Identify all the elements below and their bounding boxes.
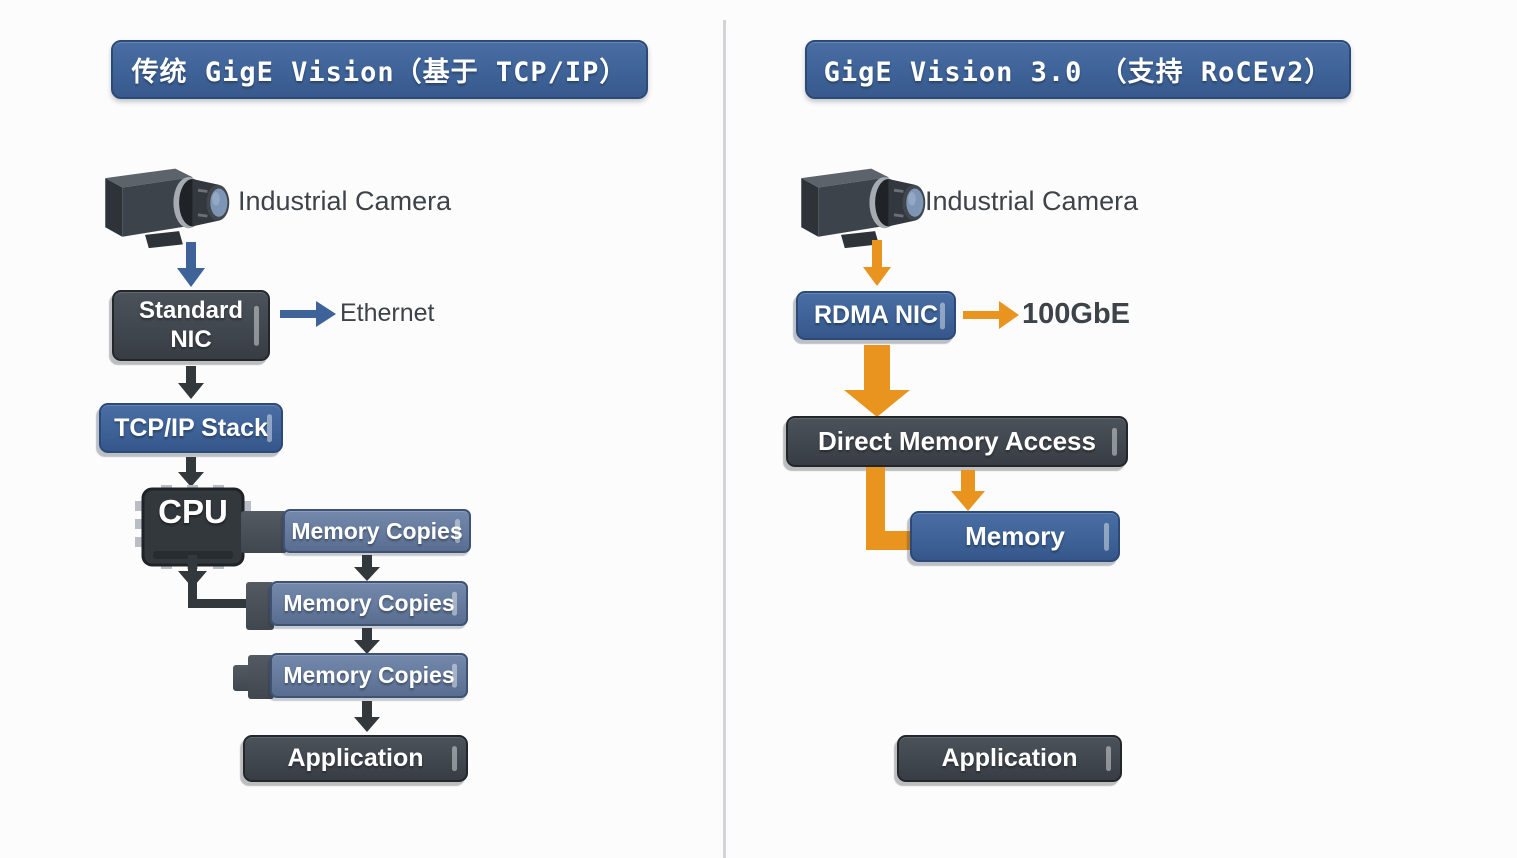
right-panel-title: GigE Vision 3.0 （支持 RoCEv2）	[805, 40, 1351, 99]
elbow-connector-dark-icon	[176, 555, 250, 617]
cpu-label: CPU	[158, 493, 228, 530]
left-application-box: Application	[243, 735, 468, 782]
memory-copies-bar-3: Memory Copies	[270, 653, 468, 698]
big-down-arrow-orange-icon	[844, 345, 910, 417]
elbow-connector-orange-icon	[866, 467, 885, 550]
ethernet-label: Ethernet	[340, 299, 435, 327]
standard-nic-line2: NIC	[170, 325, 212, 353]
bar-connector	[241, 511, 287, 553]
right-arrow-orange-icon	[963, 301, 1019, 329]
panel-divider	[723, 20, 726, 858]
down-arrow-dark-icon	[354, 628, 380, 654]
speed-label: 100GbE	[1022, 298, 1130, 330]
standard-nic-line1: Standard	[138, 296, 243, 324]
memory-copies-bar-2: Memory Copies	[270, 581, 468, 626]
industrial-camera-icon	[788, 160, 930, 252]
memory-box: Memory	[910, 511, 1120, 562]
down-arrow-orange-icon	[863, 240, 891, 286]
down-arrow-dark-icon	[178, 366, 204, 399]
rdma-nic-box: RDMA NIC	[796, 291, 956, 340]
memory-copies-bar-1: Memory Copies	[283, 509, 471, 553]
right-application-box: Application	[897, 735, 1122, 782]
standard-nic-box: Standard NIC	[112, 290, 270, 361]
down-arrow-dark-icon	[178, 457, 204, 487]
right-camera-label: Industrial Camera	[925, 186, 1139, 216]
down-arrow-blue-icon	[177, 242, 205, 287]
industrial-camera-icon	[92, 160, 234, 252]
down-arrow-dark-icon	[354, 555, 380, 581]
left-camera-label: Industrial Camera	[238, 186, 452, 216]
tcpip-stack-box: TCP/IP Stack	[99, 403, 283, 453]
down-arrow-orange-icon	[951, 470, 985, 511]
dma-box: Direct Memory Access	[786, 416, 1128, 467]
down-arrow-dark-icon	[354, 701, 380, 732]
right-arrow-blue-icon	[280, 301, 336, 327]
left-panel-title: 传统 GigE Vision（基于 TCP/IP）	[111, 40, 648, 99]
elbow-connector-orange-icon	[866, 531, 914, 550]
